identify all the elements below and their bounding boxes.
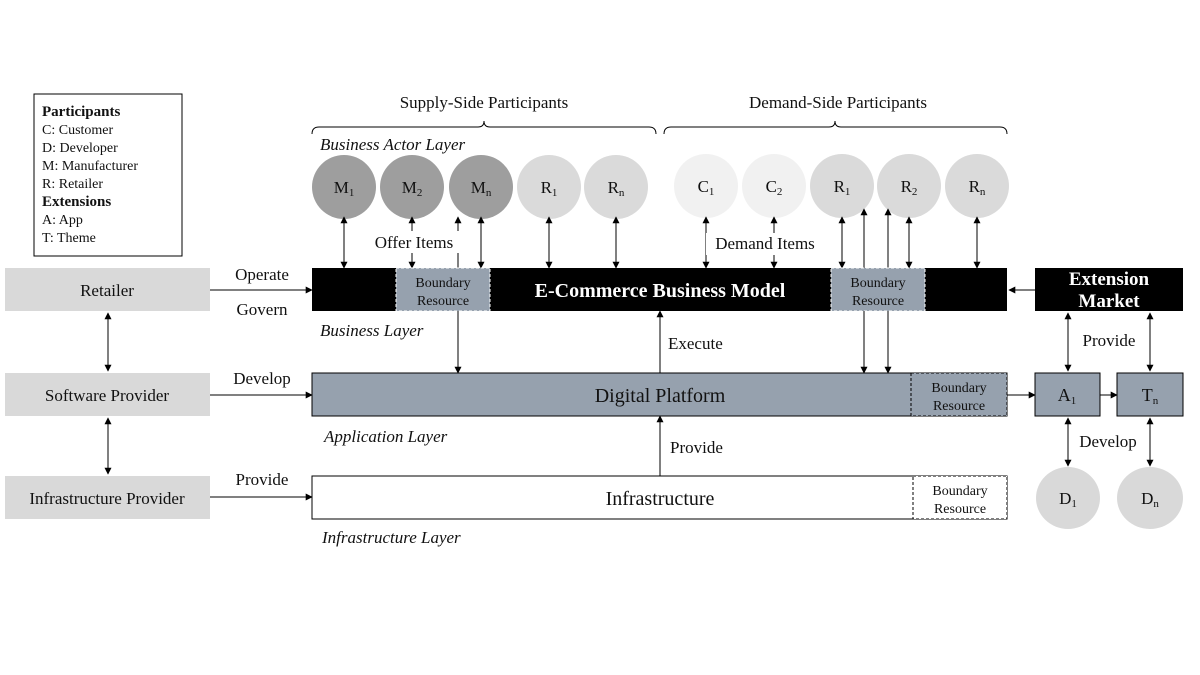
svg-text:Boundary: Boundary bbox=[932, 484, 987, 499]
svg-text:Retailer: Retailer bbox=[80, 281, 134, 300]
svg-text:R1: R1 bbox=[541, 178, 558, 199]
infrastructure-bar: Infrastructure bbox=[311, 475, 1008, 520]
legend-extensions-heading: Extensions bbox=[42, 194, 111, 210]
supply-brace bbox=[311, 120, 657, 135]
legend-item: D: Developer bbox=[42, 141, 118, 156]
actor-circle-m-2: M2 bbox=[380, 155, 444, 219]
svg-text:Infrastructure Provider: Infrastructure Provider bbox=[29, 489, 185, 508]
retailer-box: Retailer bbox=[5, 268, 210, 311]
offer-items-label: Offer Items bbox=[375, 233, 454, 252]
boundary-resource-infrastructure: Boundary Resource bbox=[912, 475, 1008, 520]
actor-circle-m-1: M1 bbox=[312, 155, 376, 219]
actor-circle-c-2: C2 bbox=[742, 154, 806, 218]
theme-box: Tn bbox=[1116, 372, 1184, 417]
svg-text:D1: D1 bbox=[1059, 489, 1077, 510]
svg-text:Resource: Resource bbox=[933, 399, 985, 414]
infrastructure-layer-label: Infrastructure Layer bbox=[321, 528, 461, 547]
svg-text:R2: R2 bbox=[901, 177, 918, 198]
govern-label: Govern bbox=[237, 300, 288, 319]
actor-circle-r-1: R1 bbox=[810, 154, 874, 218]
boundary-resource-business-left: Boundary Resource bbox=[395, 267, 491, 312]
legend-item: A: App bbox=[42, 213, 83, 228]
svg-text:Boundary: Boundary bbox=[415, 276, 470, 291]
legend-item: R: Retailer bbox=[42, 177, 103, 192]
svg-text:Dn: Dn bbox=[1141, 489, 1159, 510]
svg-text:Resource: Resource bbox=[852, 294, 904, 309]
demand-items-label: Demand Items bbox=[715, 234, 815, 253]
supply-side-header: Supply-Side Participants bbox=[400, 93, 569, 112]
actor-circles: M1 M2 Mn R1 Rn C1 C2 R1 R2 Rn bbox=[312, 154, 1009, 219]
software-provider-box: Software Provider bbox=[5, 373, 210, 416]
digital-platform-title: Digital Platform bbox=[595, 385, 726, 407]
svg-text:Boundary: Boundary bbox=[850, 276, 905, 291]
actor-circle-r-1: R1 bbox=[517, 155, 581, 219]
actor-circle-m-n: Mn bbox=[449, 155, 513, 219]
svg-text:Boundary: Boundary bbox=[931, 381, 986, 396]
digital-platform-bar: Digital Platform bbox=[311, 372, 1008, 417]
provide-left-label: Provide bbox=[236, 470, 289, 489]
provide-center-label: Provide bbox=[670, 438, 723, 457]
business-actor-layer-label: Business Actor Layer bbox=[320, 135, 466, 154]
develop-right-label: Develop bbox=[1079, 432, 1137, 451]
svg-text:A1: A1 bbox=[1058, 385, 1077, 407]
actor-circle-r-2: R2 bbox=[877, 154, 941, 218]
svg-text:Extension: Extension bbox=[1069, 269, 1150, 290]
legend-participants-heading: Participants bbox=[42, 104, 120, 120]
svg-text:Resource: Resource bbox=[417, 294, 469, 309]
boundary-resource-application: Boundary Resource bbox=[910, 372, 1008, 417]
svg-text:Software Provider: Software Provider bbox=[45, 386, 170, 405]
svg-text:Market: Market bbox=[1078, 291, 1140, 312]
legend-item: M: Manufacturer bbox=[42, 159, 138, 174]
svg-text:Resource: Resource bbox=[934, 502, 986, 517]
legend-item: T: Theme bbox=[42, 231, 96, 246]
extension-market-box: Extension Market bbox=[1035, 268, 1183, 312]
execute-label: Execute bbox=[668, 334, 723, 353]
svg-text:Rn: Rn bbox=[969, 177, 986, 198]
application-layer-label: Application Layer bbox=[323, 427, 448, 446]
developer-n-circle: Dn bbox=[1117, 467, 1183, 529]
actor-circle-r-n: Rn bbox=[945, 154, 1009, 218]
provide-right-label: Provide bbox=[1083, 331, 1136, 350]
svg-text:M1: M1 bbox=[334, 178, 355, 199]
boundary-resource-business-right: Boundary Resource bbox=[830, 267, 926, 312]
svg-text:Rn: Rn bbox=[608, 178, 625, 199]
demand-brace bbox=[663, 120, 1008, 135]
svg-text:R1: R1 bbox=[834, 177, 851, 198]
business-layer-label: Business Layer bbox=[320, 321, 424, 340]
legend-box: Participants C: Customer D: Developer M:… bbox=[33, 93, 183, 257]
infrastructure-provider-box: Infrastructure Provider bbox=[5, 476, 210, 519]
svg-text:M2: M2 bbox=[402, 178, 423, 199]
actor-circle-r-n: Rn bbox=[584, 155, 648, 219]
actor-circle-c-1: C1 bbox=[674, 154, 738, 218]
svg-text:C1: C1 bbox=[698, 177, 715, 198]
operate-label: Operate bbox=[235, 265, 289, 284]
app-box: A1 bbox=[1034, 372, 1101, 417]
infrastructure-title: Infrastructure bbox=[606, 488, 715, 510]
developer-1-circle: D1 bbox=[1036, 467, 1100, 529]
develop-label: Develop bbox=[233, 369, 291, 388]
svg-text:Mn: Mn bbox=[471, 178, 492, 199]
svg-text:C2: C2 bbox=[766, 177, 783, 198]
legend-item: C: Customer bbox=[42, 123, 114, 138]
svg-text:Tn: Tn bbox=[1142, 385, 1159, 407]
demand-side-header: Demand-Side Participants bbox=[749, 93, 927, 112]
business-model-title: E-Commerce Business Model bbox=[535, 280, 786, 302]
